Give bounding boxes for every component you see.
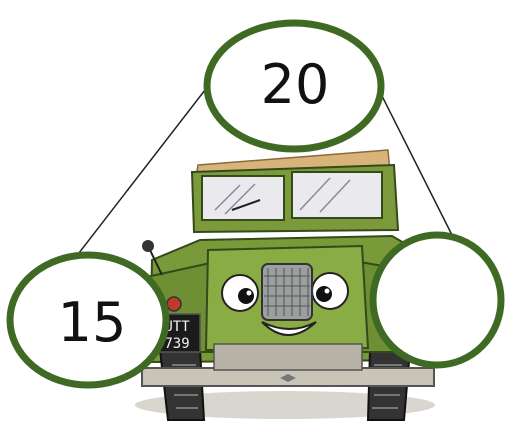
part-right-circle[interactable]: [373, 235, 501, 365]
part-left-value: 15: [32, 296, 152, 350]
plate-line2: 739: [164, 336, 189, 352]
whole-value: 20: [222, 58, 368, 112]
connector-left: [72, 90, 205, 262]
